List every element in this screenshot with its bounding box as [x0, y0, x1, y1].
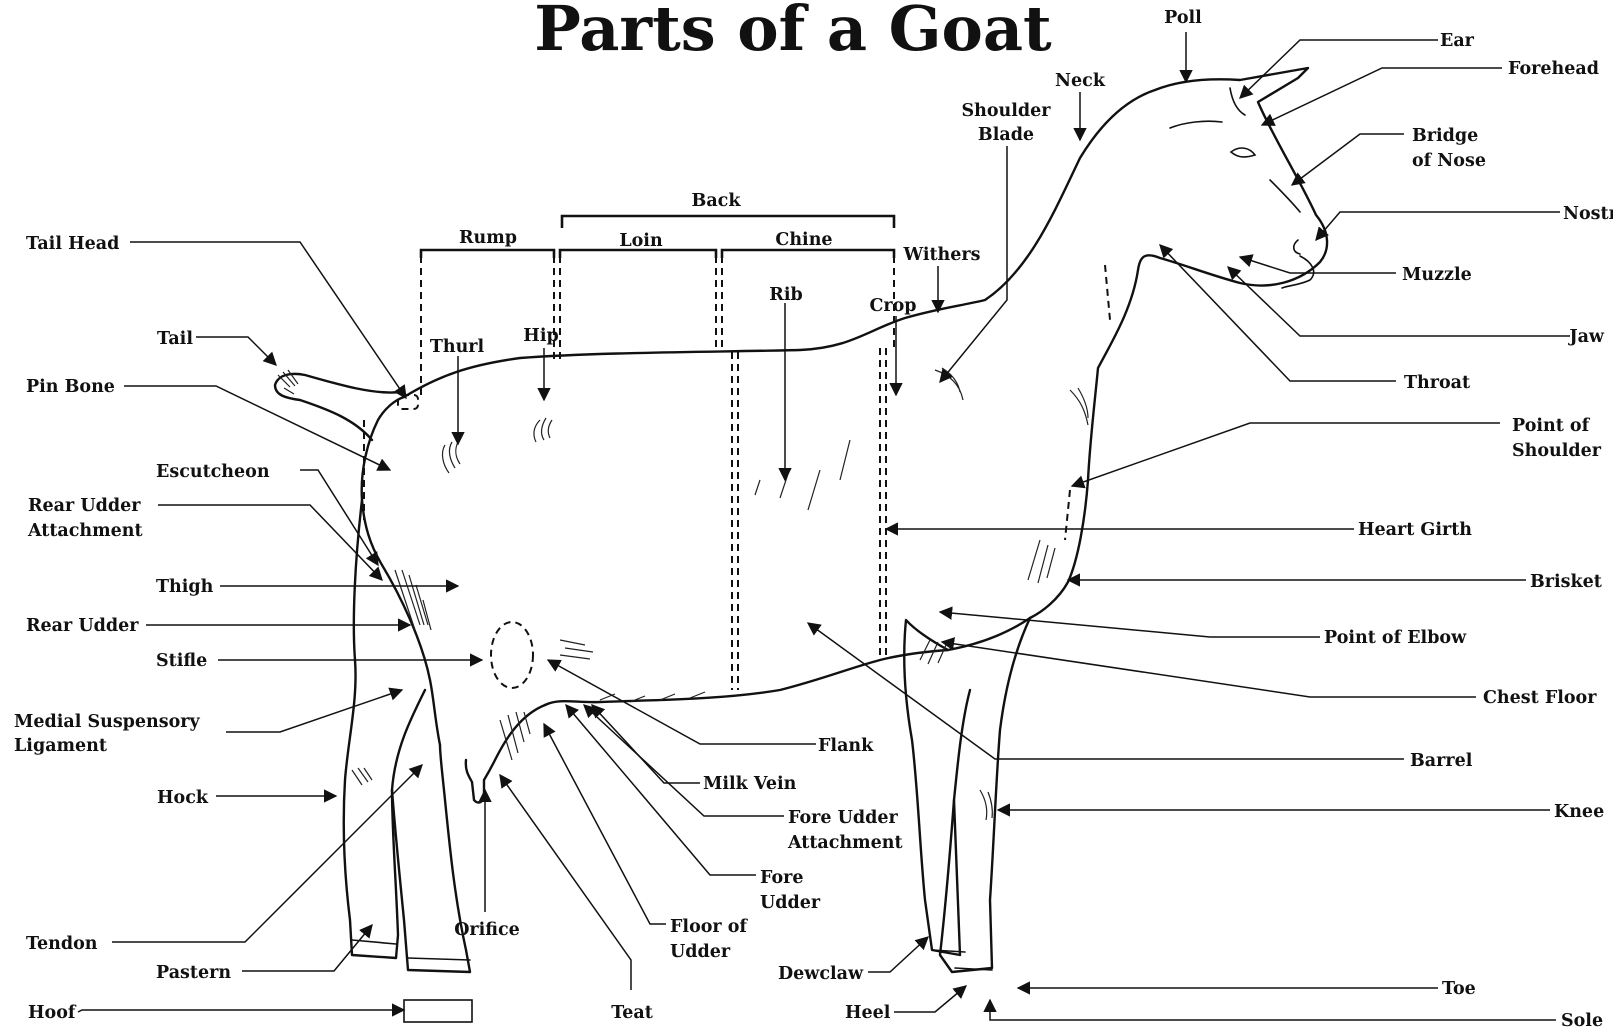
label-tendon: Tendon [26, 934, 98, 954]
goat-underline [545, 618, 1030, 705]
label-rear-udder: Rear Udder [26, 616, 139, 636]
label-floor-of-udder-2: Udder [670, 942, 731, 962]
label-brisket: Brisket [1530, 572, 1602, 592]
label-neck: Neck [1055, 71, 1106, 91]
label-point-of-shoulder-2: Shoulder [1512, 441, 1602, 461]
label-point-of-elbow: Point of Elbow [1324, 628, 1467, 648]
label-jaw: Jaw [1567, 327, 1605, 347]
label-escutcheon: Escutcheon [156, 462, 270, 482]
label-back: Back [692, 191, 742, 211]
label-bridge-of-nose-1: Bridge [1412, 126, 1478, 146]
label-fore-udder-1: Fore [760, 868, 804, 888]
label-shoulder-blade-2: Blade [978, 125, 1034, 145]
part-labels: Poll Ear Forehead Neck Shoulder Blade Br… [14, 8, 1613, 1031]
label-teat: Teat [611, 1003, 653, 1023]
label-bridge-of-nose-2: of Nose [1412, 151, 1486, 171]
label-flank: Flank [818, 736, 874, 756]
label-sole: Sole [1561, 1011, 1603, 1031]
label-poll: Poll [1164, 8, 1202, 28]
label-chest-floor: Chest Floor [1483, 688, 1597, 708]
label-chine: Chine [775, 230, 832, 250]
label-throat: Throat [1404, 373, 1470, 393]
label-rear-udder-attachment-1: Rear Udder [28, 496, 141, 516]
label-pin-bone: Pin Bone [26, 377, 115, 397]
label-thurl: Thurl [430, 337, 485, 357]
label-ear: Ear [1440, 31, 1475, 51]
label-loin: Loin [619, 231, 663, 251]
label-heel: Heel [845, 1003, 891, 1023]
label-pastern: Pastern [156, 963, 231, 983]
label-orifice: Orifice [454, 920, 520, 940]
label-shoulder-blade-1: Shoulder [962, 101, 1052, 121]
label-tail: Tail [157, 329, 193, 349]
leader-lines [78, 32, 1570, 1020]
label-dewclaw: Dewclaw [778, 964, 864, 984]
label-rib: Rib [769, 285, 802, 305]
label-knee: Knee [1554, 802, 1604, 822]
label-fore-udder-attachment-1: Fore Udder [788, 808, 898, 828]
label-withers: Withers [902, 245, 980, 265]
goat-front-leg-back [904, 620, 960, 955]
label-heart-girth: Heart Girth [1358, 520, 1472, 540]
goat-udder [466, 705, 545, 802]
label-milk-vein: Milk Vein [703, 774, 797, 794]
label-tail-head: Tail Head [26, 234, 119, 254]
label-hip: Hip [523, 326, 558, 346]
label-rump: Rump [459, 228, 517, 248]
label-muzzle: Muzzle [1402, 265, 1472, 285]
label-thigh: Thigh [156, 577, 214, 597]
label-stifle: Stifle [156, 651, 207, 671]
label-floor-of-udder-1: Floor of [670, 917, 748, 937]
label-barrel: Barrel [1410, 751, 1473, 771]
page-title: Parts of a Goat [534, 0, 1052, 65]
label-forehead: Forehead [1508, 59, 1599, 79]
label-hoof: Hoof [28, 1003, 77, 1023]
label-medial-suspensory-2: Ligament [14, 736, 107, 756]
label-rear-udder-attachment-2: Attachment [27, 521, 143, 541]
label-hock: Hock [157, 788, 209, 808]
label-toe: Toe [1442, 979, 1476, 999]
label-fore-udder-2: Udder [760, 893, 821, 913]
label-fore-udder-attachment-2: Attachment [787, 833, 903, 853]
label-crop: Crop [869, 296, 916, 316]
goat-front-leg-fore [940, 618, 1030, 972]
label-medial-suspensory-1: Medial Suspensory [14, 712, 201, 732]
label-point-of-shoulder-1: Point of [1512, 416, 1591, 436]
label-nostril: Nostril [1563, 204, 1613, 224]
